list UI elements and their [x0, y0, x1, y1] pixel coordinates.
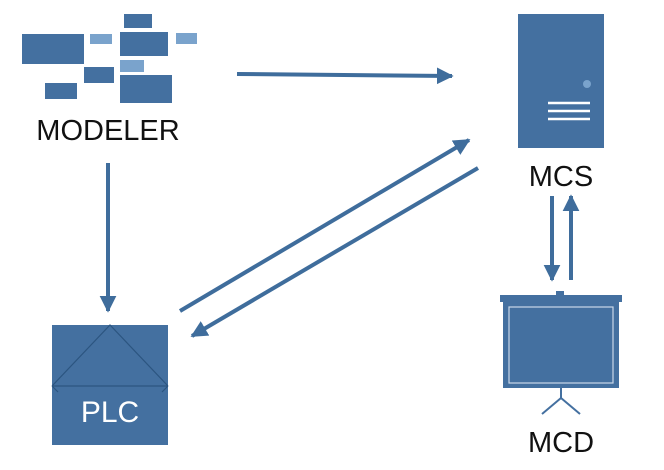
plc-label: PLC	[81, 396, 139, 429]
modeler-label: MODELER	[36, 115, 179, 147]
arrow-plc-to-mcs	[178, 138, 471, 313]
arrow-mcs-to-plc	[190, 166, 480, 338]
mcd-label: MCD	[528, 427, 594, 459]
projector-screen-icon	[500, 291, 622, 415]
modeler-blocks-icon	[22, 14, 197, 103]
server-tower-icon	[518, 14, 604, 148]
plc-box-icon	[51, 324, 169, 445]
mcs-label: MCS	[529, 161, 593, 193]
arrow-modeler-to-mcs	[236, 67, 454, 85]
